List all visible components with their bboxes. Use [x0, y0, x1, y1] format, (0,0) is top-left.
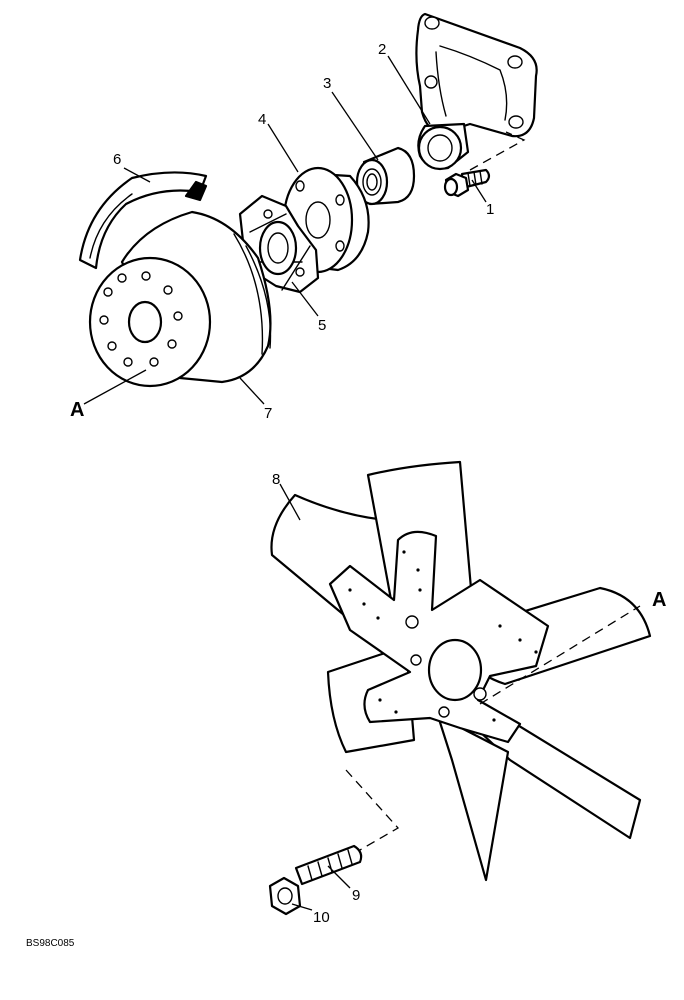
callout-5: 5 — [318, 317, 326, 334]
stud — [294, 844, 363, 886]
reference-letter-fan: A — [652, 589, 666, 611]
callout-4: 4 — [258, 111, 266, 128]
leader-10 — [291, 903, 313, 911]
axis-line-bracket — [469, 131, 526, 171]
reference-letter-pulley: A — [70, 399, 84, 421]
leader-7 — [239, 377, 265, 405]
callout-6: 6 — [113, 151, 121, 168]
callout-8: 8 — [272, 471, 280, 488]
callout-1: 1 — [486, 201, 494, 218]
v-belt — [78, 171, 208, 270]
callout-2: 2 — [378, 41, 386, 58]
pulley — [88, 210, 272, 388]
axis-line-stud — [345, 769, 400, 851]
cooling-fan — [270, 460, 652, 882]
figure-code: BS98C085 — [26, 938, 75, 949]
leader-9 — [327, 865, 351, 889]
axis-line-fan — [479, 605, 641, 705]
leader-3 — [331, 91, 379, 161]
callout-9: 9 — [352, 887, 360, 904]
leader-2 — [387, 55, 431, 125]
callout-7: 7 — [264, 405, 272, 422]
leader-8 — [279, 483, 301, 521]
nut — [268, 876, 302, 916]
bolt — [443, 168, 491, 198]
bushing — [355, 146, 416, 206]
leader-4 — [267, 123, 299, 173]
leader-6 — [123, 167, 151, 183]
leader-a-pulley — [83, 369, 147, 405]
leader-5 — [291, 281, 319, 317]
callout-10: 10 — [313, 909, 330, 926]
mounting-bracket — [415, 12, 538, 171]
callout-3: 3 — [323, 75, 331, 92]
leader-1 — [471, 179, 487, 203]
